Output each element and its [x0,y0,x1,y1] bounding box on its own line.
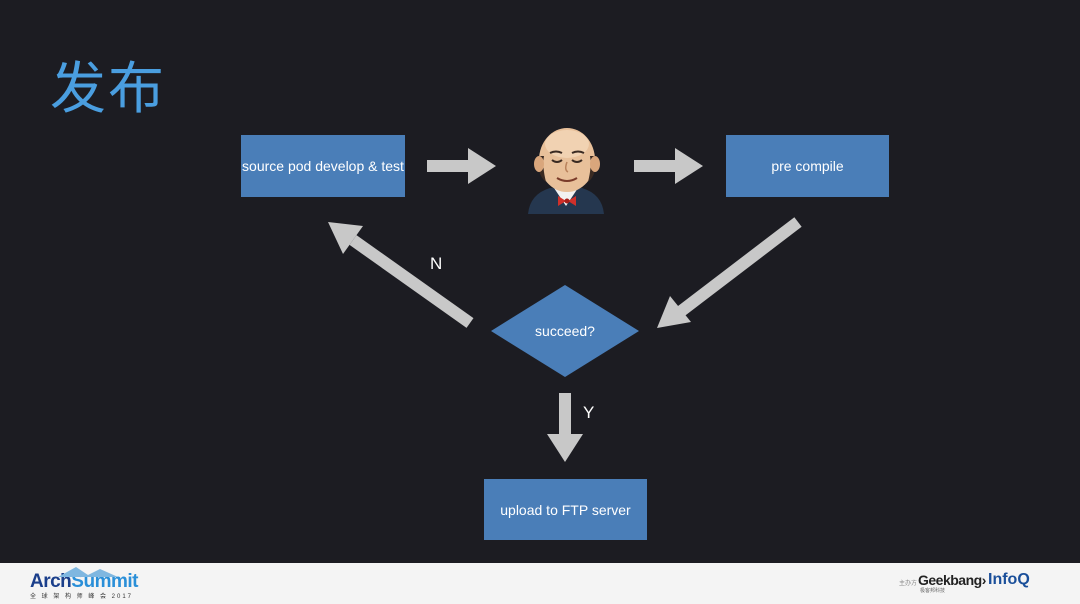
node-pre-compile: pre compile [726,135,889,197]
node-develop-label: source pod develop & test [242,158,404,174]
node-compile-label: pre compile [771,158,844,174]
organizer-label: 主办方 [899,581,918,587]
node-develop-test: source pod develop & test [241,135,405,197]
jenkins-butler-icon [524,122,608,214]
node-upload-ftp: upload to FTP server [484,479,647,540]
arrow-decision-to-develop [328,222,474,328]
mountain-icon [58,567,118,577]
archsummit-logo: ArchSummit 全 球 架 构 师 峰 会 2017 [30,567,138,600]
arrow-develop-to-jenkins [427,148,496,184]
arrow-decision-to-upload [547,393,583,462]
decision-label: succeed? [535,323,595,339]
arrow-compile-to-decision [657,217,802,328]
edge-label-yes: Y [583,403,595,422]
geekbang-subtitle: 极客邦科技 [920,588,946,594]
archsummit-subtitle: 全 球 架 构 师 峰 会 2017 [30,594,134,600]
arrow-jenkins-to-compile [634,148,703,184]
infoq-logo: InfoQ [988,571,1030,588]
edge-label-no: N [430,254,443,273]
decision-diamond [491,285,639,377]
geekbang-logo: Geekbang› [918,572,986,588]
slide-title: 发布 [50,57,166,122]
slide: 发布 [50,57,889,540]
arrows-layer [328,148,802,462]
node-upload-label: upload to FTP server [500,501,631,518]
footer-bar: ArchSummit 全 球 架 构 师 峰 会 2017 主办方 Geekba… [0,563,1080,604]
